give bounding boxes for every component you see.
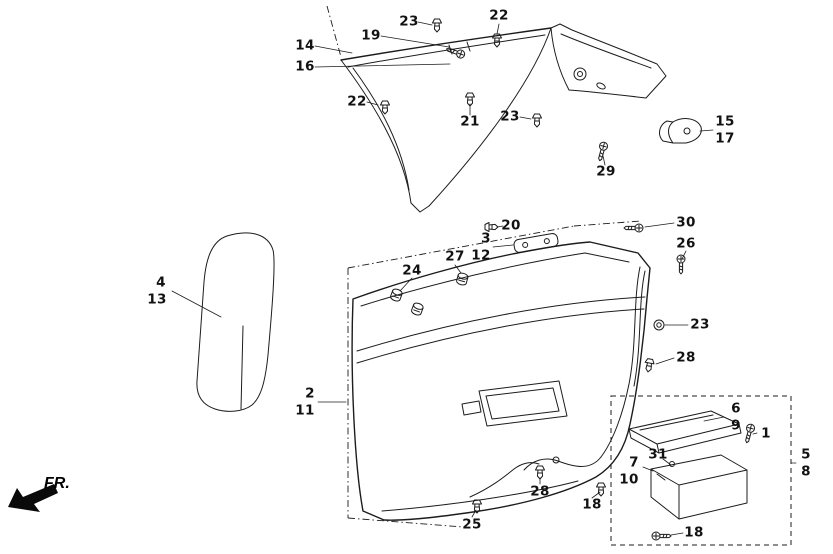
part-callout-3: 3 — [481, 230, 491, 247]
part-callout-13: 13 — [147, 291, 167, 308]
part-callout-10: 10 — [619, 471, 639, 488]
part-callout-14: 14 — [295, 37, 315, 54]
part-callout-22: 22 — [347, 93, 367, 110]
part-callout-17: 17 — [715, 130, 735, 147]
part-callout-1: 1 — [761, 425, 771, 442]
part-callout-21: 21 — [460, 113, 480, 130]
part-callout-25: 25 — [462, 516, 482, 533]
part-callout-28: 28 — [676, 349, 696, 366]
leader-lines — [171, 21, 797, 536]
part-callout-28: 28 — [530, 483, 550, 500]
part-callout-9: 9 — [731, 417, 741, 434]
fr-direction-label: FR. — [44, 475, 70, 492]
part-callout-29: 29 — [596, 163, 616, 180]
part-callout-24: 24 — [402, 262, 422, 279]
part-callout-30: 30 — [676, 214, 696, 231]
part-callout-7: 7 — [629, 454, 639, 471]
part-callout-6: 6 — [731, 400, 741, 417]
part-callout-22: 22 — [489, 7, 509, 24]
pillar-garnish — [326, 5, 667, 213]
part-callout-26: 26 — [676, 235, 696, 252]
bracket-15-17 — [659, 118, 702, 144]
panel-boundary — [347, 220, 642, 528]
lid-box-assembly — [610, 395, 792, 546]
part-callout-18: 18 — [582, 496, 602, 513]
part-callout-11: 11 — [295, 402, 315, 419]
fr-arrow-icon — [8, 484, 58, 512]
part-callout-2: 2 — [305, 385, 315, 402]
part-callout-4: 4 — [156, 274, 166, 291]
part-callout-12: 12 — [471, 247, 491, 264]
part-callout-16: 16 — [295, 58, 315, 75]
part-callout-23: 23 — [690, 316, 710, 333]
part-callout-18: 18 — [684, 524, 704, 541]
part-callout-23: 23 — [500, 108, 520, 125]
part-callout-31: 31 — [648, 446, 668, 463]
pad-outline — [196, 232, 275, 412]
part-callout-19: 19 — [361, 27, 381, 44]
part-callout-20: 20 — [501, 217, 521, 234]
part-callout-5: 5 — [801, 446, 811, 463]
part-callout-23: 23 — [399, 13, 419, 30]
part-callout-8: 8 — [801, 463, 811, 480]
part-callout-27: 27 — [445, 248, 465, 265]
part-callout-15: 15 — [715, 113, 735, 130]
